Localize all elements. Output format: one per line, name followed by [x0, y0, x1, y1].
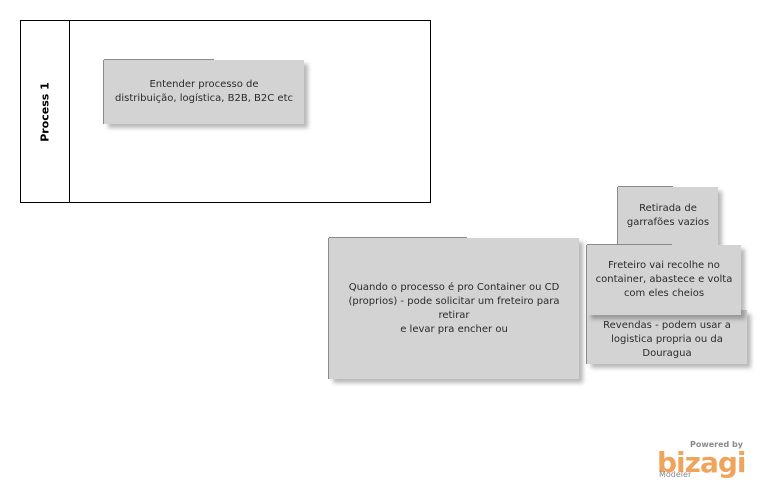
annotation-text: Revendas - podem usar a logistica propri… — [603, 320, 731, 359]
brand-name: bizagi — [657, 446, 746, 479]
lane-label: Process 1 — [38, 81, 52, 142]
annotation-text: Entender processo de distribuição, logís… — [114, 79, 294, 104]
powered-by-label: Powered by — [690, 440, 743, 449]
pool-lane-header: Process 1 — [21, 21, 70, 202]
annotation-text: Retirada de garrafões vazios — [626, 203, 710, 228]
annotation-distribution-process[interactable]: Entender processo de distribuição, logís… — [103, 59, 304, 124]
product-name: Modeler — [659, 470, 692, 479]
annotation-freighter-collects[interactable]: Freteiro vai recolhe no container, abast… — [586, 244, 741, 315]
annotation-container-cd-process[interactable]: Quando o processo é pro Container ou CD … — [328, 237, 579, 379]
annotation-resellers-logistics[interactable]: Revendas - podem usar a logistica propri… — [586, 309, 747, 364]
annotation-text: Quando o processo é pro Container ou CD … — [348, 281, 560, 335]
bizagi-logo: Powered by bizagi Modeler — [657, 440, 747, 480]
annotation-empty-bottles-pickup[interactable]: Retirada de garrafões vazios — [617, 186, 718, 245]
annotation-text: Freteiro vai recolhe no container, abast… — [595, 260, 733, 299]
